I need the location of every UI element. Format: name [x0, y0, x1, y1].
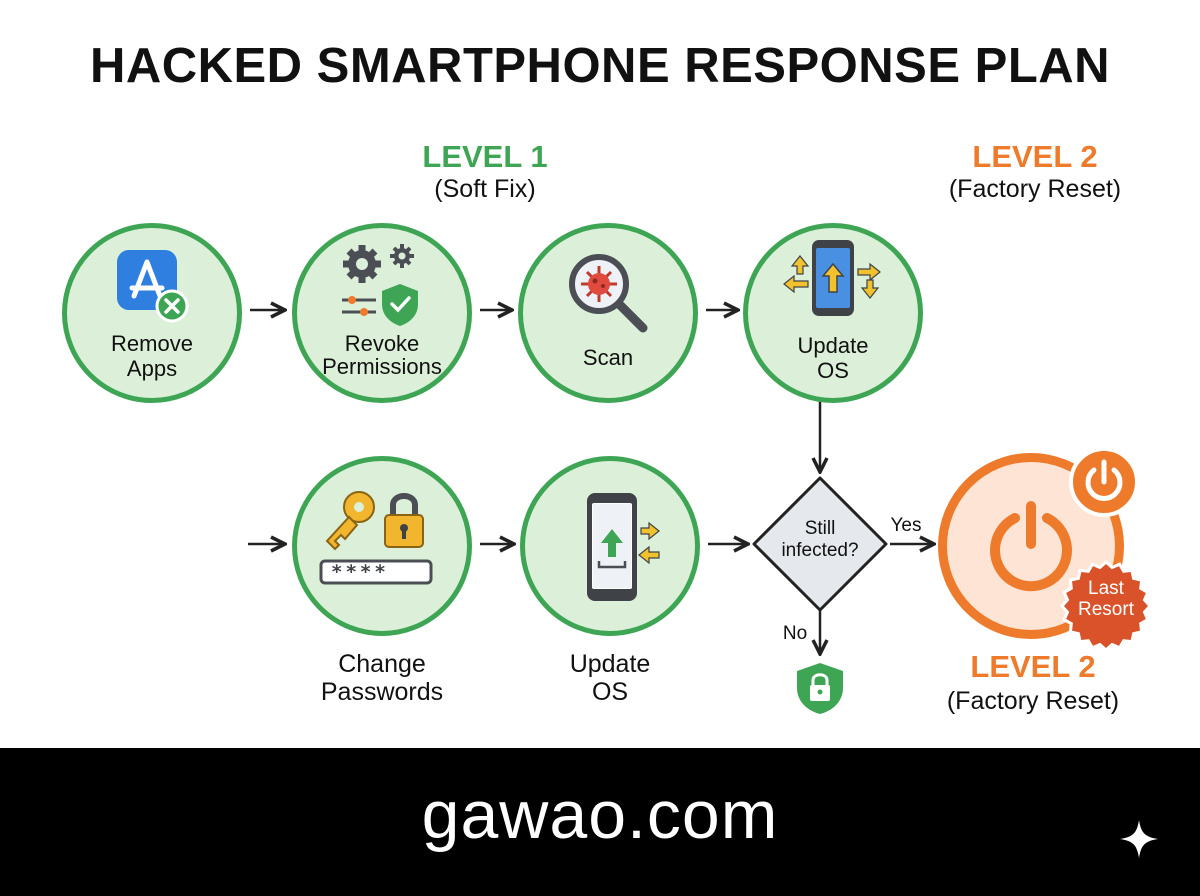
level-2-heading-bottom: LEVEL 2 (Factory Reset): [922, 650, 1144, 716]
step-update-os-bottom-label-1: Update: [569, 650, 651, 678]
step-change-passwords-label-2: Passwords: [320, 678, 444, 706]
decision-no-label: No: [782, 623, 808, 644]
step-revoke-permissions-label-2: Permissions: [322, 354, 442, 379]
sliders-icon: [342, 298, 376, 314]
gears-shield-icon: [342, 244, 418, 326]
step-update-os-bottom-label: Update OS: [520, 650, 700, 706]
decision-diamond: [752, 476, 888, 612]
safe-shield-icon: [797, 663, 843, 714]
phone-download-update-icon: [587, 493, 660, 601]
step-remove-apps: Remove Apps: [62, 223, 242, 403]
step-scan: Scan: [518, 223, 698, 403]
sparkle-icon: [1120, 820, 1158, 858]
footer-site-name: gawao.com: [421, 777, 779, 853]
level-2-sublabel-top: (Factory Reset): [948, 175, 1122, 203]
step-remove-apps-label-2: Apps: [126, 356, 178, 381]
step-change-passwords-label-1: Change: [338, 650, 426, 678]
step-revoke-permissions-label-1: Revoke: [344, 331, 420, 356]
step-scan-label: Scan: [582, 345, 634, 370]
last-resort-label-2: Resort: [1078, 599, 1134, 620]
level-2-label-top: LEVEL 2: [972, 139, 1098, 174]
decision-label: Still infected?: [750, 518, 890, 562]
last-resort-badge: Last Resort: [1058, 578, 1154, 620]
step-change-passwords-label: Change Passwords: [292, 650, 472, 706]
power-badge-icon: [1069, 447, 1139, 517]
step-change-passwords: ****: [292, 456, 472, 636]
decision-label-2: infected?: [781, 540, 859, 561]
step-revoke-permissions: Revoke Permissions: [292, 223, 472, 403]
password-field-icon: [319, 559, 433, 585]
decision-yes-label: Yes: [890, 515, 922, 536]
key-lock-password-icon: ****: [319, 491, 433, 585]
small-gear-icon: [390, 244, 414, 268]
step-update-os-top: Update OS: [743, 223, 923, 403]
level-1-heading: LEVEL 1 (Soft Fix): [380, 140, 590, 204]
level-1-sublabel: (Soft Fix): [434, 175, 536, 203]
page-title: HACKED SMARTPHONE RESPONSE PLAN: [89, 39, 1111, 93]
level-1-label: LEVEL 1: [422, 139, 548, 174]
last-resort-label-1: Last: [1088, 578, 1124, 599]
decision-label-1: Still: [804, 518, 836, 539]
shield-check-icon: [382, 284, 418, 326]
level-2-sublabel-bottom: (Factory Reset): [946, 687, 1120, 715]
power-icon: [990, 501, 1072, 592]
level-2-label-bottom: LEVEL 2: [970, 649, 1096, 684]
sync-arrows-icon: [783, 255, 881, 299]
flow-connectors: [248, 0, 1200, 748]
magnifier-virus-icon: [569, 254, 648, 333]
step-update-os-bottom-label-2: OS: [591, 678, 629, 706]
step-remove-apps-label-1: Remove: [111, 331, 193, 356]
gear-icon: [343, 245, 381, 283]
password-field-mask: ****: [331, 561, 389, 583]
footer-bar: gawao.com: [0, 748, 1200, 896]
swap-arrows-icon: [638, 521, 660, 565]
level-2-heading-top: LEVEL 2 (Factory Reset): [930, 140, 1140, 204]
last-resort-seal-icon: [1059, 559, 1153, 653]
padlock-icon: [384, 493, 424, 548]
diagram: HACKED SMARTPHONE RESPONSE PLAN LEVEL 1 …: [62, 0, 1200, 748]
step-update-os-bottom: [520, 456, 700, 636]
step-update-os-top-label-1: Update: [797, 333, 869, 358]
key-icon: [325, 491, 375, 551]
app-store-remove-icon: [117, 250, 189, 323]
step-update-os-top-label-2: OS: [817, 358, 849, 383]
phone-update-icon: [783, 240, 881, 316]
